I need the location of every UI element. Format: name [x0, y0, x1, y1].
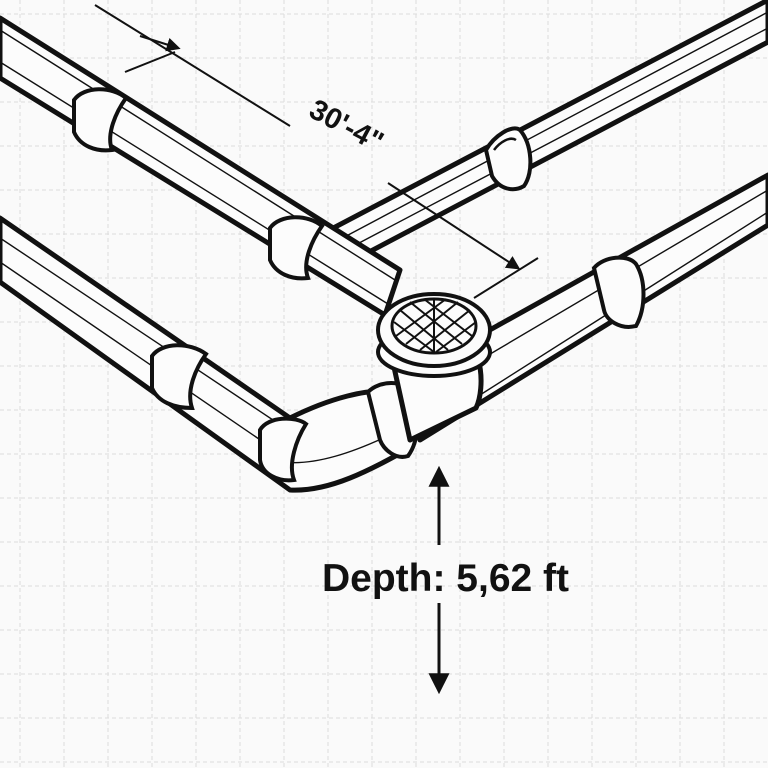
coupling: [268, 215, 325, 281]
depth-dimension: Depth: 5,62 ft: [322, 465, 569, 695]
coupling: [150, 343, 209, 411]
length-label: 30'-4": [304, 94, 389, 159]
coupling: [591, 255, 646, 329]
floor-drain: [376, 292, 492, 378]
lower-right-pipe: [397, 172, 768, 443]
depth-label: Depth: 5,62 ft: [322, 557, 569, 600]
coupling: [483, 126, 533, 192]
extension-line: [124, 51, 176, 73]
lower-left-pipe: [0, 215, 420, 493]
dimension-line: [94, 4, 291, 127]
coupling: [72, 87, 129, 153]
extension-line: [473, 257, 539, 299]
elbow-coupling: [258, 416, 309, 483]
